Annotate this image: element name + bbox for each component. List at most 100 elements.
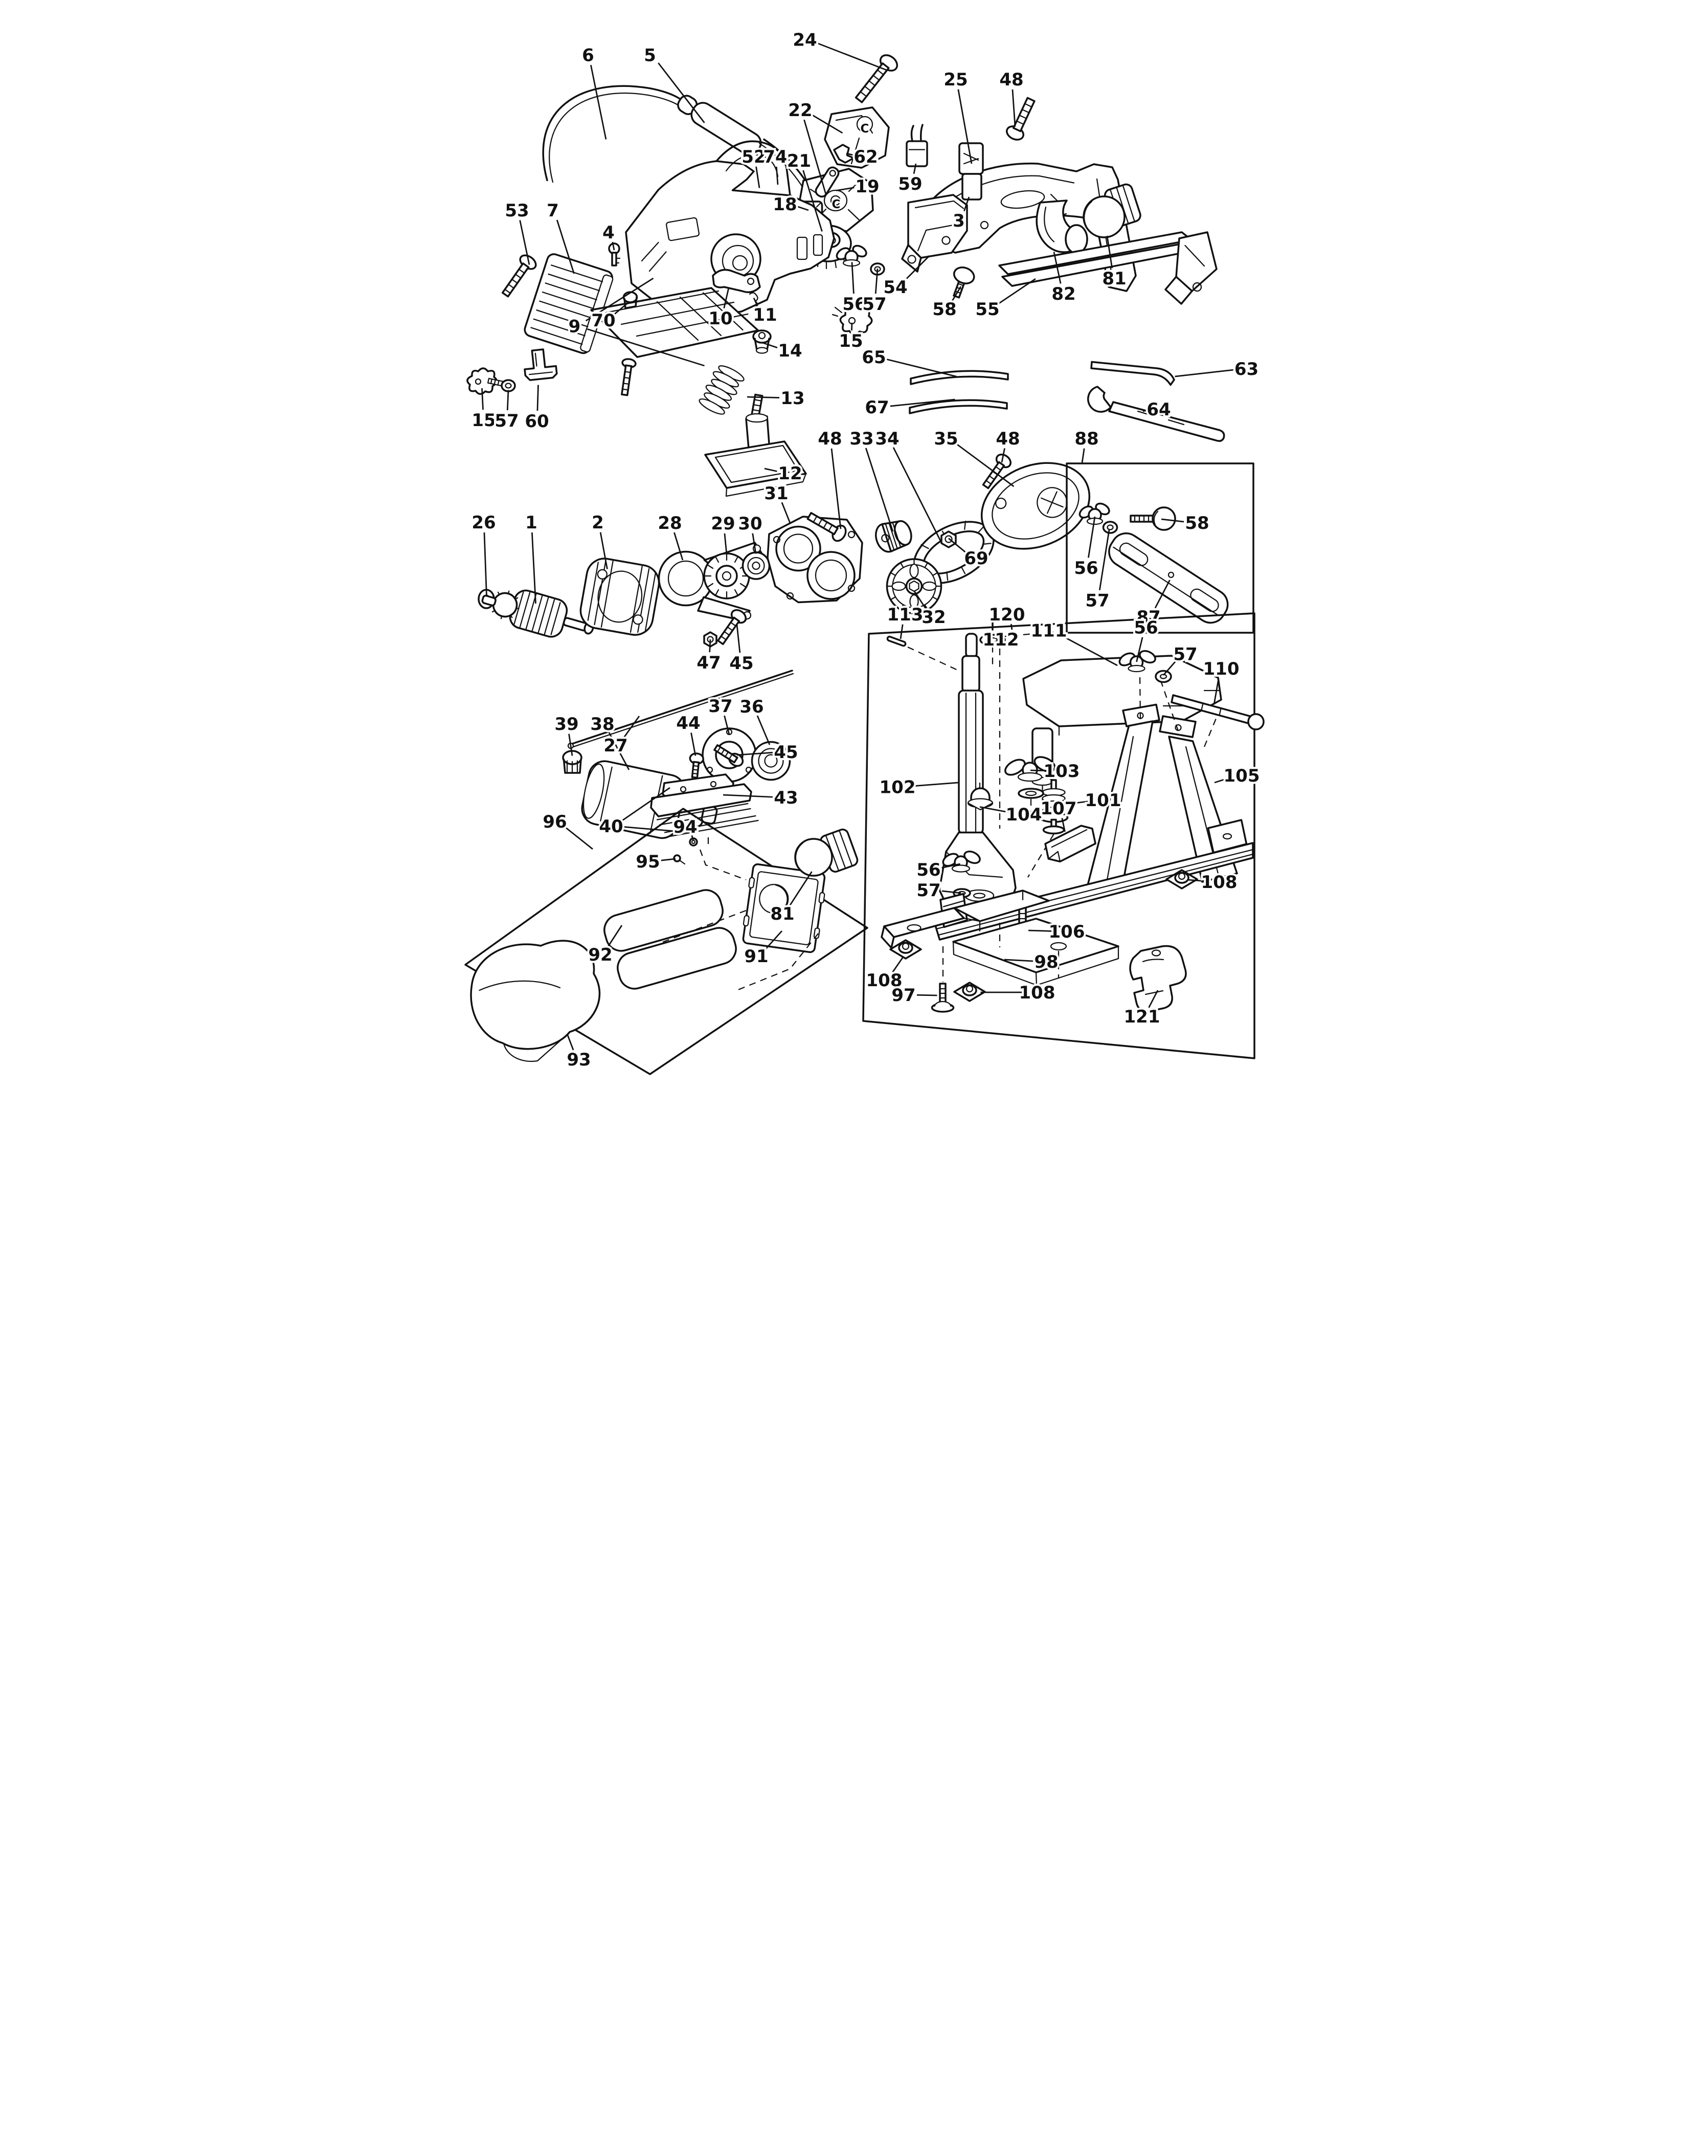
part-label-69: 69	[964, 548, 988, 569]
part-label-9: 9	[569, 317, 581, 337]
part-label-104: 104	[1006, 805, 1042, 825]
part-label-65: 65	[862, 347, 886, 368]
leader-line	[481, 388, 484, 410]
bumper-14	[752, 329, 772, 354]
leader-line	[781, 502, 791, 524]
part-label-58: 58	[932, 299, 956, 320]
leader-line	[723, 794, 773, 798]
leader-line	[1004, 959, 1033, 962]
part-label-34: 34	[875, 429, 899, 449]
part-label-3: 3	[953, 211, 965, 231]
base-channel-98	[881, 890, 1119, 986]
part-label-110: 110	[1203, 659, 1240, 679]
leader-line	[536, 385, 539, 411]
part-label-36: 36	[739, 697, 763, 717]
leader-line	[756, 715, 771, 745]
leader-line	[762, 342, 778, 348]
leader-line	[913, 163, 917, 174]
part-label-6: 6	[582, 46, 594, 66]
leader-line	[753, 297, 758, 307]
fence-55	[998, 231, 1218, 305]
leader-line	[1060, 634, 1118, 666]
part-label-74: 74	[763, 147, 787, 167]
leader-line	[1059, 800, 1090, 806]
part-label-7: 7	[547, 201, 559, 221]
base-plate-9	[590, 287, 759, 396]
screw-48c	[982, 453, 1012, 490]
part-label-35: 35	[934, 429, 958, 449]
leader-line	[797, 206, 809, 211]
part-label-15: 15	[839, 331, 863, 351]
leader-line	[1081, 448, 1085, 463]
leader-line	[1001, 448, 1005, 463]
stator-2	[579, 558, 660, 636]
part-label-45: 45	[729, 653, 753, 674]
part-label-113: 113	[887, 605, 924, 625]
leader-line	[812, 114, 843, 134]
part-label-106: 106	[1049, 922, 1085, 942]
leader-line	[624, 826, 691, 833]
leader-lines	[481, 42, 1233, 1051]
leader-line	[1106, 235, 1113, 269]
star-knob-15b	[466, 367, 504, 395]
leader-line	[941, 890, 961, 894]
leader-line	[905, 255, 930, 281]
part-label-48: 48	[999, 70, 1023, 90]
part-label-44: 44	[676, 713, 700, 734]
leader-line	[886, 359, 957, 377]
spring-13	[699, 365, 745, 415]
leader-line	[1087, 516, 1096, 558]
leader-line	[789, 871, 813, 906]
leader-line	[1213, 678, 1220, 705]
part-label-111: 111	[1031, 621, 1067, 641]
part-label-48: 48	[818, 429, 842, 449]
wrench-64	[1087, 386, 1225, 442]
part-label-15: 15	[471, 410, 496, 431]
part-label-26: 26	[471, 513, 496, 533]
part-label-105: 105	[1224, 766, 1260, 786]
cap-39	[562, 750, 582, 774]
exploded-parts-diagram: 6524222548527421621959318537482815456575…	[427, 0, 1281, 1078]
part-label-121: 121	[1124, 1007, 1160, 1027]
leader-line	[519, 220, 530, 265]
wingnut-56d	[942, 850, 981, 873]
pin-19	[815, 166, 840, 198]
leader-line	[836, 187, 855, 191]
inset-box-88	[1066, 462, 1254, 634]
bracket-54	[901, 194, 968, 273]
clip-62	[833, 144, 855, 164]
part-label-13: 13	[780, 388, 804, 409]
leader-line	[587, 328, 705, 367]
leader-line	[1154, 580, 1171, 609]
part-label-91: 91	[744, 946, 768, 967]
part-label-95: 95	[636, 852, 660, 872]
part-label-31: 31	[764, 483, 788, 504]
part-label-57: 57	[495, 411, 519, 431]
part-label-57: 57	[916, 880, 940, 901]
leader-line	[673, 532, 684, 561]
bearing-36	[751, 741, 791, 781]
gear-29	[703, 552, 750, 599]
wingnut-56b	[1078, 502, 1110, 525]
part-label-22: 22	[788, 100, 812, 121]
part-label-93: 93	[567, 1050, 591, 1070]
tnut-108-left	[889, 939, 922, 960]
leader-line	[1010, 624, 1013, 630]
part-label-56: 56	[1134, 618, 1158, 638]
part-label-94: 94	[673, 817, 697, 837]
adjuster-12	[704, 393, 807, 497]
nozzle-81a	[1083, 183, 1141, 238]
leader-line	[948, 538, 966, 553]
part-label-81: 81	[770, 904, 794, 924]
leader-line	[900, 624, 904, 639]
part-label-70: 70	[591, 310, 615, 331]
leader-line	[755, 166, 760, 188]
leader-line	[910, 782, 959, 787]
inset-box-120	[862, 612, 1265, 1059]
leader-line	[998, 278, 1036, 304]
screw-48b	[806, 512, 847, 542]
part-label-37: 37	[708, 696, 732, 717]
part-label-103: 103	[1044, 761, 1080, 782]
leader-line	[1098, 529, 1110, 590]
artwork	[464, 54, 1265, 1075]
